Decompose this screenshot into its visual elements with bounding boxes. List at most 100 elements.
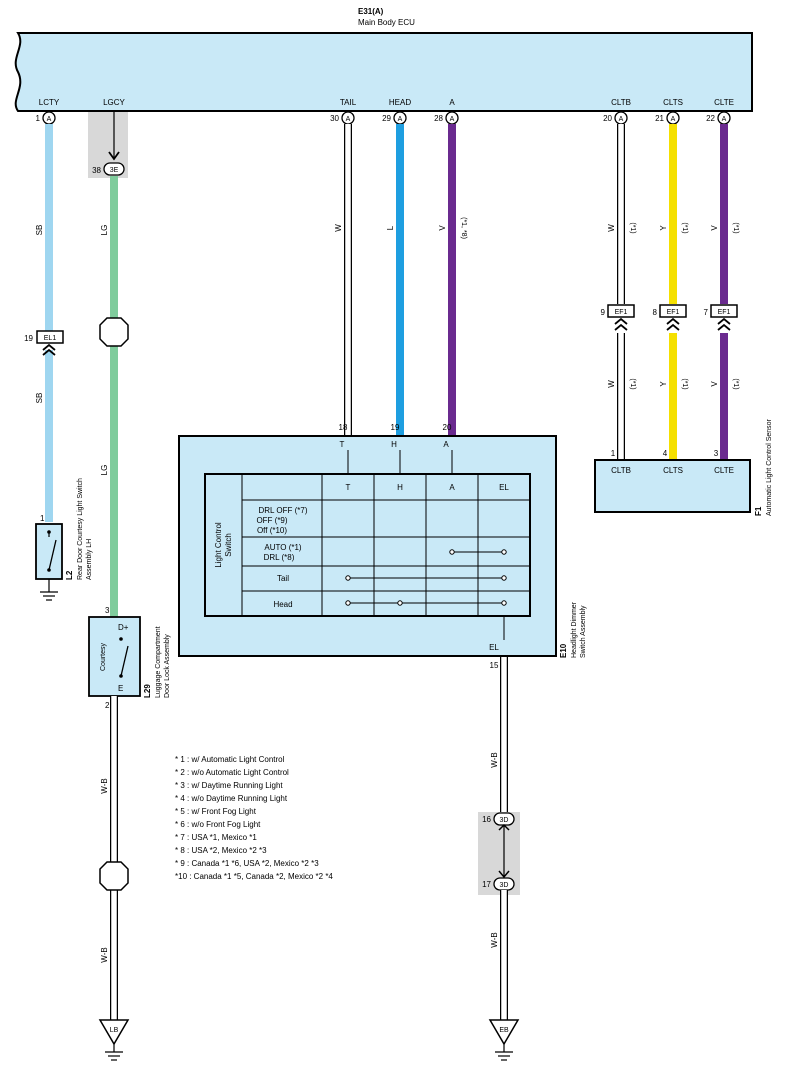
connector-pin: 19 xyxy=(24,334,33,343)
note-item: * 3 : w/ Daytime Running Light xyxy=(175,781,283,790)
ecu-body xyxy=(14,32,753,112)
connector-pin: 9 xyxy=(601,308,606,317)
e10-name: Switch Assembly xyxy=(580,605,587,658)
connector-letter: A xyxy=(619,116,624,123)
ecu-pin-number: 28 xyxy=(434,114,443,123)
connector-pin: 4 xyxy=(663,449,668,458)
continuity-auto xyxy=(449,549,507,555)
note-item: * 1 : w/ Automatic Light Control xyxy=(175,755,285,764)
connector-pin: 17 xyxy=(482,880,491,889)
connector-label: EF1 xyxy=(615,309,628,316)
connector-ef1-y: 8 EF1 xyxy=(653,304,687,331)
connector-label: EF1 xyxy=(667,309,680,316)
wire-note: (*1) xyxy=(629,378,636,389)
note-item: * 8 : USA *2, Mexico *2 *3 xyxy=(175,846,267,855)
connector-label: EL1 xyxy=(44,335,57,342)
ground-eb: EB xyxy=(488,1019,520,1061)
ecu-pin-name: LCTY xyxy=(39,98,60,107)
junction-3e: 38 3E xyxy=(88,112,128,178)
l29-ref: L29 xyxy=(143,684,152,698)
connector-label: EF1 xyxy=(718,309,731,316)
wire-code: W xyxy=(607,224,616,232)
wire-code: W xyxy=(334,224,343,232)
table-column-header: H xyxy=(397,483,403,492)
connector-pin: 15 xyxy=(490,661,499,670)
continuity-tail xyxy=(345,575,507,581)
ecu-pin-number: 21 xyxy=(655,114,664,123)
wire-code: W-B xyxy=(100,947,109,962)
f1-ref: F1 xyxy=(754,506,763,516)
connector-pin: 16 xyxy=(482,815,491,824)
connector-pin: 3 xyxy=(714,449,719,458)
ground-label: EB xyxy=(499,1027,509,1034)
wire-code: SB xyxy=(35,225,44,236)
continuity-head xyxy=(345,600,507,606)
table-row-label: OFF (*9) xyxy=(256,516,287,525)
ecu-pin-number: 20 xyxy=(603,114,612,123)
wire-note: (*1) xyxy=(732,222,739,233)
connector-pin: 3 xyxy=(105,606,110,615)
table-column-header: A xyxy=(449,483,455,492)
connector-ef1-v: 7 EF1 xyxy=(704,304,738,331)
l29-name: Luggage Compartment xyxy=(155,626,162,698)
ecu-pin-number: 22 xyxy=(706,114,715,123)
ecu-pins: 1 A 20 30 A 29 A 28 A 20 A 21 A 22 A xyxy=(36,111,731,126)
wire-code: V xyxy=(710,225,719,231)
wire-tail-w: W xyxy=(334,124,352,436)
e10-name: Headlight Dimmer xyxy=(571,601,578,658)
terminal-label: CLTE xyxy=(714,466,734,475)
ecu-ref: E31(A) xyxy=(358,7,384,16)
connector-el1: 19 EL1 xyxy=(24,330,64,356)
connector-ef1-w: 9 EF1 xyxy=(601,304,635,331)
terminal-label: T xyxy=(340,440,345,449)
junction-3d: 16 3D 17 3D xyxy=(478,812,520,895)
connector-chevron-icon xyxy=(717,317,731,331)
ground-label: LB xyxy=(110,1027,119,1034)
switch-contact-icon xyxy=(48,539,57,571)
e10-ref: E10 xyxy=(559,643,568,658)
wire-code: W xyxy=(607,380,616,388)
table-row-label: DRL (*8) xyxy=(264,553,295,562)
ecu-pin-name: CLTS xyxy=(663,98,683,107)
ecu-pin-names: LCTY LGCY TAIL HEAD A CLTB CLTS CLTE xyxy=(39,98,734,107)
wire-code: Y xyxy=(659,381,668,387)
terminal-label: CLTS xyxy=(663,466,683,475)
ecu-pin-number: 1 xyxy=(36,114,41,123)
ecu-pin-name: LGCY xyxy=(103,98,125,107)
switch-title: Switch xyxy=(224,533,233,557)
wire-head-l: L xyxy=(386,124,404,436)
splice-octagon xyxy=(99,861,129,891)
ecu-pin-name: HEAD xyxy=(389,98,411,107)
splice-octagon xyxy=(99,317,129,347)
wire-code: W-B xyxy=(490,752,499,767)
connector-label: 3D xyxy=(500,817,509,824)
ground-icon xyxy=(488,1019,520,1046)
l29-label: Courtesy xyxy=(100,642,107,671)
terminal-label: CLTB xyxy=(611,466,631,475)
table-column-header: T xyxy=(346,483,351,492)
wire-clts-y: Y (*1) Y (*1) xyxy=(659,124,688,460)
connector-letter: A xyxy=(450,116,455,123)
table-row-label: Tail xyxy=(277,574,289,583)
wire-a-v: V (*1, *8) xyxy=(438,124,467,436)
ecu-pin-name: CLTB xyxy=(611,98,631,107)
wire-code: LG xyxy=(100,225,109,236)
connector-pin: 1 xyxy=(40,514,45,523)
wire-clte-v: V (*1) V (*1) xyxy=(710,124,739,460)
connector-pin: 8 xyxy=(653,308,658,317)
wire-wb-right-lower: W-B xyxy=(490,890,508,1020)
connector-pin: 1 xyxy=(611,449,616,458)
terminal-label: EL xyxy=(489,643,499,652)
wire-note: (*1) xyxy=(681,378,688,389)
note-item: * 6 : w/o Front Fog Light xyxy=(175,820,261,829)
connector-letter: A xyxy=(722,116,727,123)
arrow-up-icon xyxy=(498,823,510,831)
connector-pin: 19 xyxy=(391,423,400,432)
wire-code: W-B xyxy=(100,778,109,793)
note-item: * 7 : USA *1, Mexico *1 xyxy=(175,833,257,842)
connector-pin: 20 xyxy=(443,423,452,432)
ecu-pin-number: 30 xyxy=(330,114,339,123)
l2-switch: 1 L2 Rear Door Courtesy Light Switch Ass… xyxy=(35,478,93,601)
note-item: *10 : Canada *1 *5, Canada *2, Mexico *2… xyxy=(175,872,333,881)
